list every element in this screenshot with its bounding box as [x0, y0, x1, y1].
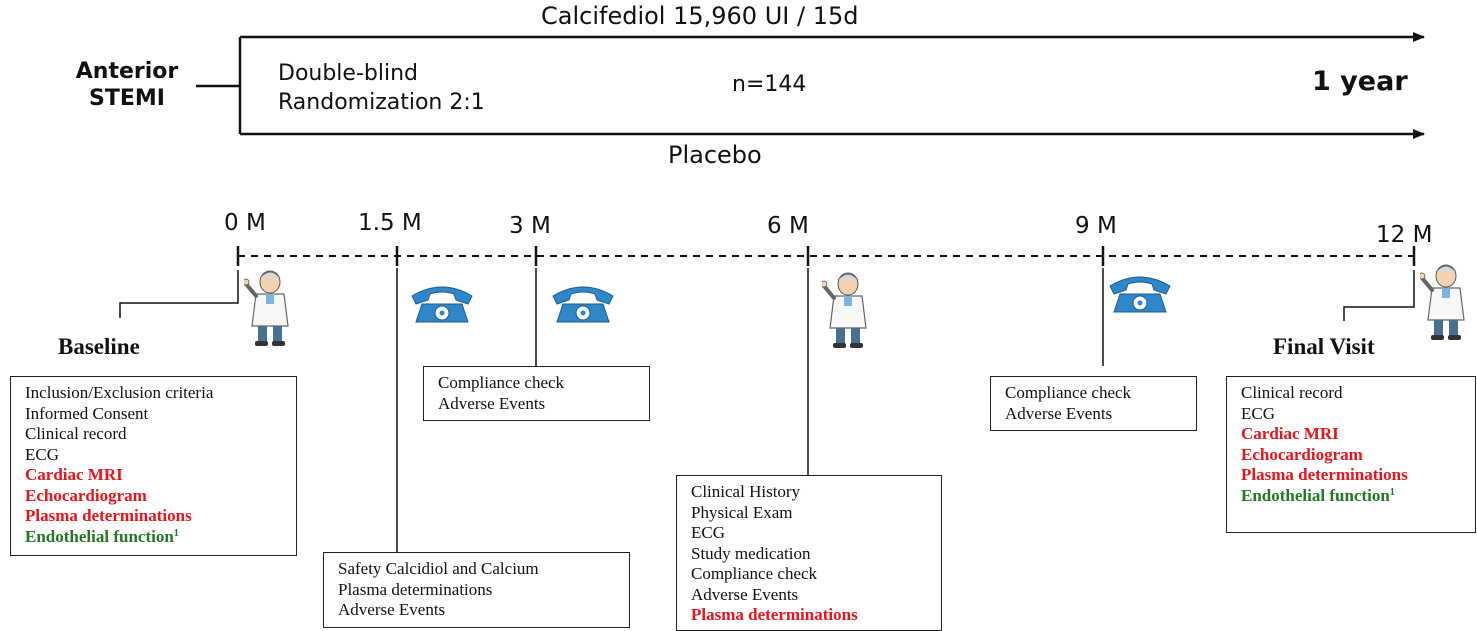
- activity-item-text: ECG: [1241, 403, 1275, 423]
- activity-item-text: Study medication: [691, 543, 811, 563]
- activity-item: Safety Calcidiol and Calcium: [338, 559, 629, 580]
- timepoint-label-12m: 12 M: [1376, 222, 1433, 248]
- activity-item-text: Adverse Events: [438, 393, 546, 413]
- doctor-icon: [1420, 264, 1465, 340]
- activity-item-text: Adverse Events: [1005, 403, 1113, 423]
- activity-item-text: Plasma determinations: [25, 506, 192, 525]
- timepoint-label-3m: 3 M: [509, 213, 551, 239]
- baseline-heading: Baseline: [58, 334, 140, 359]
- activity-item: Compliance check: [691, 564, 941, 585]
- activity-item-text: Safety Calcidiol and Calcium: [338, 559, 539, 578]
- activity-item: Endothelial function1: [25, 527, 296, 548]
- condition-line-2: STEMI: [89, 86, 165, 111]
- activity-item-text: Inclusion/Exclusion criteria: [25, 383, 214, 402]
- activity-item: Study medication: [691, 544, 941, 565]
- activity-item: Clinical record: [1241, 383, 1475, 404]
- timepoint-label-1-5m: 1.5 M: [358, 210, 422, 236]
- footnote-marker: 1: [1389, 486, 1395, 498]
- telephone-icon: [1109, 276, 1171, 313]
- doctor-icon: [822, 272, 867, 348]
- activity-item: Clinical record: [25, 424, 296, 445]
- activity-item-text: Cardiac MRI: [1241, 424, 1339, 443]
- activity-item-text: Clinical History: [691, 482, 801, 501]
- telephone-icon: [411, 286, 473, 323]
- activity-item-text: Clinical record: [1241, 383, 1343, 402]
- activity-item: Adverse Events: [691, 585, 941, 606]
- timepoint-label-0m: 0 M: [224, 210, 266, 236]
- condition-line-1: Anterior: [75, 59, 179, 84]
- design-label: Double-blind Randomization 2:1: [278, 59, 485, 117]
- doctor-icon: [244, 270, 289, 346]
- placebo-arm-label: Placebo: [668, 141, 762, 169]
- baseline-connector: [119, 270, 239, 318]
- design-line-2: Randomization 2:1: [278, 90, 485, 115]
- sample-size-label: n=144: [732, 72, 807, 97]
- activity-item: Plasma determinations: [1241, 465, 1475, 486]
- activity-item: Adverse Events: [338, 600, 629, 621]
- activity-item: ECG: [1241, 404, 1475, 425]
- activity-item: Inclusion/Exclusion criteria: [25, 383, 296, 404]
- activity-item-text: ECG: [25, 444, 59, 464]
- activity-item-text: Plasma determinations: [691, 605, 858, 624]
- treatment-arm-label: Calcifediol 15,960 UI / 15d: [541, 2, 859, 30]
- timepoint-label-9m: 9 M: [1075, 213, 1117, 239]
- activity-item: Echocardiogram: [25, 486, 296, 507]
- activity-item-text: Endothelial function: [25, 526, 174, 546]
- activity-item-text: Physical Exam: [691, 502, 793, 522]
- condition-label: Anterior STEMI: [60, 58, 194, 112]
- activity-item: Echocardiogram: [1241, 445, 1475, 466]
- footnote-marker: 1: [173, 527, 179, 539]
- activity-item-text: Endothelial function: [1241, 485, 1390, 505]
- design-line-1: Double-blind: [278, 61, 418, 86]
- activity-item: ECG: [25, 445, 296, 466]
- activity-item-text: Echocardiogram: [1241, 444, 1363, 464]
- activity-item-text: Plasma determinations: [1241, 465, 1408, 484]
- activity-item: Cardiac MRI: [25, 465, 296, 486]
- activity-item-text: Plasma determinations: [338, 579, 493, 599]
- activity-item-text: Informed Consent: [25, 403, 149, 423]
- activity-item: Compliance check: [438, 373, 649, 394]
- final-connector: [1343, 270, 1415, 321]
- activity-item: Cardiac MRI: [1241, 424, 1475, 445]
- activity-item: Plasma determinations: [691, 605, 941, 626]
- activity-item: Adverse Events: [438, 394, 649, 415]
- study-duration-label: 1 year: [1312, 66, 1408, 97]
- activity-item: Plasma determinations: [338, 580, 629, 601]
- activity-item: Plasma determinations: [25, 506, 296, 527]
- activity-item: Physical Exam: [691, 503, 941, 524]
- activity-item-text: Adverse Events: [338, 600, 446, 619]
- activity-item-text: Compliance check: [438, 373, 565, 392]
- activity-item-text: Clinical record: [25, 424, 127, 443]
- final-visit-heading: Final Visit: [1273, 334, 1375, 359]
- telephone-icon: [552, 286, 614, 323]
- activity-item: ECG: [691, 523, 941, 544]
- activity-item: Adverse Events: [1005, 404, 1196, 425]
- timepoint-label-6m: 6 M: [767, 213, 809, 239]
- activity-item: Endothelial function1: [1241, 486, 1475, 507]
- activity-item-text: ECG: [691, 523, 725, 542]
- activity-item: Compliance check: [1005, 383, 1196, 404]
- activity-item: Informed Consent: [25, 404, 296, 425]
- activity-item-text: Compliance check: [691, 564, 818, 583]
- activity-item-text: Adverse Events: [691, 584, 799, 604]
- activity-item: Clinical History: [691, 482, 941, 503]
- activity-item-text: Compliance check: [1005, 383, 1132, 402]
- activity-item-text: Echocardiogram: [25, 485, 147, 505]
- activity-item-text: Cardiac MRI: [25, 465, 123, 484]
